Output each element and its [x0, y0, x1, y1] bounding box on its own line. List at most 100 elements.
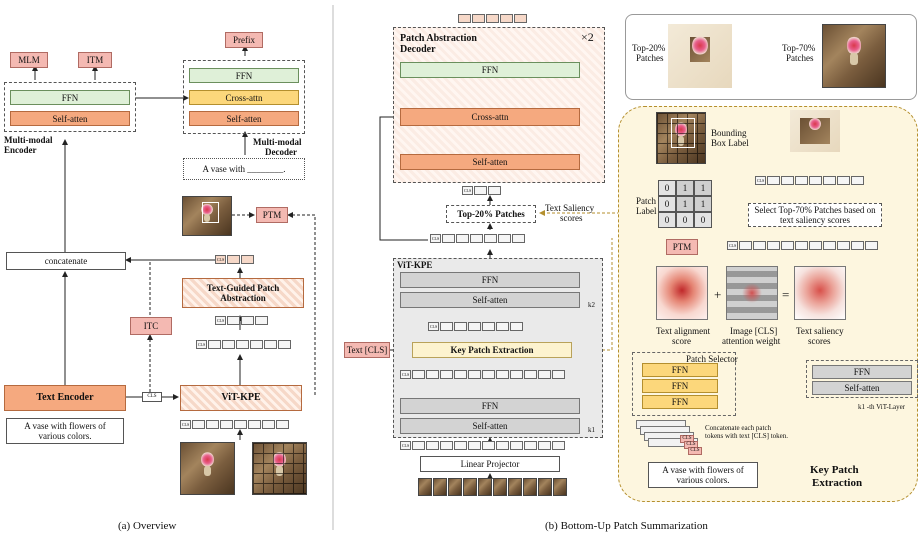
- multimodal-encoder-frame: [4, 82, 136, 132]
- patch-selector-frame: [632, 352, 736, 416]
- pad-output-tokens: [458, 14, 527, 23]
- linear-projector: Linear Projector: [420, 456, 560, 472]
- bbox-image: [182, 196, 232, 236]
- vit-layer-frame: [806, 360, 918, 398]
- text-cls-token: CLS: [142, 392, 162, 402]
- kpe-output-tokens: CLS: [430, 234, 525, 243]
- repeat-twice: ×2: [581, 30, 594, 44]
- vit-kpe-block: ViT-KPE: [180, 385, 302, 411]
- encoder-self-atten: Self-atten: [10, 111, 130, 126]
- stacked-token-pairs: [636, 420, 698, 456]
- overview-subtitle: (a) Overview: [118, 520, 177, 532]
- encoder-label-line2: Encoder: [4, 145, 37, 155]
- vit-layer-self-atten: Self-atten: [812, 381, 912, 395]
- itm-head: ITM: [78, 52, 112, 68]
- img-cls-line2: attention weight: [722, 336, 781, 346]
- k1-layer-label: k1 -th ViT-Layer: [858, 403, 906, 411]
- grid-cell: 0: [658, 212, 676, 228]
- img-cls-line1: Image [CLS]: [730, 326, 778, 336]
- text-sal-line1: Text saliency: [796, 326, 844, 336]
- pad-cross-attn: Cross-attn: [400, 108, 580, 126]
- equals-sign: =: [782, 287, 790, 302]
- bbox-label-line2: Box Label: [711, 138, 749, 148]
- text-align-line1: Text alignment: [656, 326, 711, 336]
- caption-line1: A vase with flowers of: [24, 421, 106, 431]
- itc-head: ITC: [130, 317, 172, 335]
- select-line1: Select Top-70% Patches based on: [754, 205, 876, 215]
- decoder-ffn: FFN: [189, 68, 299, 83]
- patch-selector-label: Patch Selector: [686, 354, 738, 364]
- multimodal-decoder-frame: [183, 60, 305, 134]
- projector-tokens: CLS: [400, 441, 565, 450]
- pad-title-line1: Patch Abstraction: [400, 33, 477, 44]
- patch-label-grid: 0 1 1 0 1 1 0 0 0: [658, 180, 712, 230]
- decoder-label-line1: Multi-modal: [253, 137, 302, 147]
- encoder-label-line1: Multi-modal: [4, 135, 53, 145]
- input-image: [180, 442, 235, 495]
- caption-line2: various colors.: [38, 431, 92, 441]
- grid-cell: 1: [694, 180, 712, 196]
- encoder-ffn: FFN: [10, 90, 130, 105]
- select-line2: text saliency scores: [780, 215, 850, 225]
- grid-cell: 0: [658, 180, 676, 196]
- selector-ffn-2: FFN: [642, 379, 718, 393]
- pad-title-line2: Decoder: [400, 44, 436, 55]
- kpe-title-line2: Extraction: [812, 477, 863, 489]
- lower-self-atten: Self-atten: [400, 418, 580, 434]
- bbox-label-line1: Bounding: [711, 128, 747, 138]
- top20-image: [668, 24, 732, 88]
- concat-note-line2: tokens with text [CLS] token.: [705, 432, 789, 440]
- kpe-title-line1: Key Patch: [810, 464, 859, 476]
- key-patch-extraction-node: Key Patch Extraction: [412, 342, 572, 358]
- vit-output-tokens: CLS: [196, 340, 291, 349]
- concat-note-line1: Concatenate each patch: [705, 424, 772, 432]
- patch-tokens: CLS: [180, 420, 289, 429]
- top70-image: [822, 24, 886, 88]
- prefix-text-input: A vase with ________.: [183, 158, 305, 180]
- text-saliency-label-line1: Text Saliency: [545, 203, 595, 213]
- input-image-patched: [252, 442, 307, 495]
- decoder-self-atten: Self-atten: [189, 111, 299, 126]
- inset-top20-line1: Top-20%: [632, 43, 666, 53]
- selected-patches-image: [790, 110, 840, 152]
- text-saliency-label-line2: scores: [560, 213, 583, 223]
- grid-cell: 1: [694, 196, 712, 212]
- grid-cell: 0: [658, 196, 676, 212]
- ptm-head: PTM: [256, 207, 288, 223]
- text-alignment-heatmap: [656, 266, 708, 320]
- bottom-up-subtitle: (b) Bottom-Up Patch Summarization: [545, 520, 708, 532]
- text-encoder: Text Encoder: [4, 385, 126, 411]
- patch-label-line1: Patch: [636, 196, 656, 206]
- tgpa-line2: Abstraction: [220, 293, 266, 303]
- kpe-input-tokens: CLS: [400, 370, 565, 379]
- bbox-label-image: [656, 112, 706, 164]
- upper-ffn: FFN: [400, 272, 580, 288]
- grid-cell: 1: [676, 180, 694, 196]
- vit-kpe-label: ViT-KPE: [397, 260, 433, 270]
- inset-top20-line2: Patches: [636, 53, 664, 63]
- k1-label: k1: [588, 426, 595, 434]
- plus-sign: +: [714, 287, 722, 302]
- kpe-ptm-head: PTM: [666, 239, 698, 255]
- pad-self-atten: Self-atten: [400, 154, 580, 170]
- grid-cell: 0: [676, 212, 694, 228]
- pad-input-tokens: CLS: [462, 186, 501, 195]
- selector-ffn-1: FFN: [642, 363, 718, 377]
- kpe-caption-line1: A vase with flowers of: [662, 465, 744, 475]
- text-cls-input: Text [CLS]: [344, 342, 390, 358]
- image-patch-strip: [418, 478, 568, 496]
- inset-top70-line1: Top-70%: [782, 43, 816, 53]
- kpe-caption-line2: various colors.: [676, 475, 730, 485]
- kpe-mid-tokens: CLS: [428, 322, 523, 331]
- all-patch-tokens: CLS: [727, 241, 878, 250]
- patch-label-line2: Label: [636, 206, 657, 216]
- decoder-label-line2: Decoder: [265, 147, 297, 157]
- grid-cell: 0: [694, 212, 712, 228]
- tgpa-line1: Text-Guided Patch: [206, 283, 280, 293]
- k2-label: k2: [588, 301, 595, 309]
- vit-layer-ffn: FFN: [812, 365, 912, 379]
